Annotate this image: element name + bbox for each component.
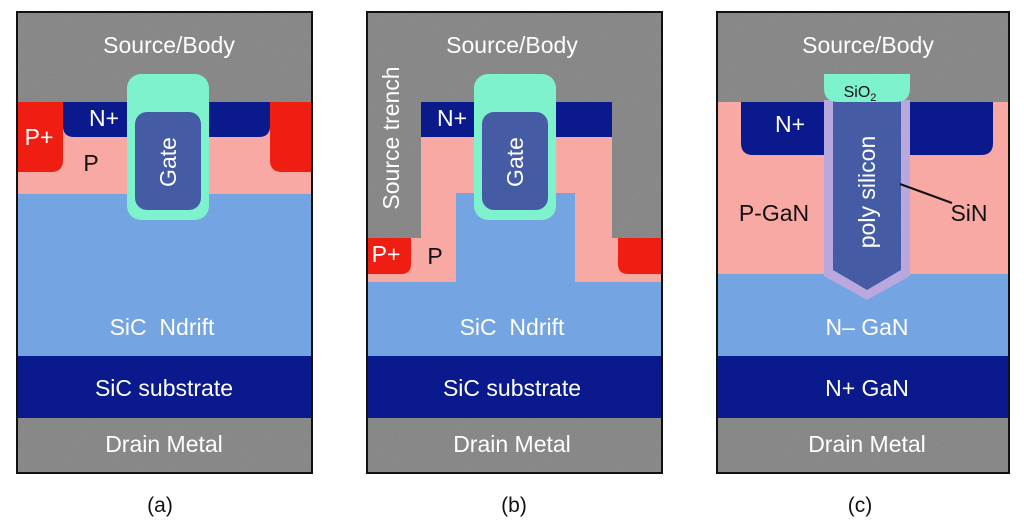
panel-a-gate-poly [135, 112, 201, 210]
panel-a: Source/Body N+ P+ P Gate SiC Ndrift SiC … [16, 11, 313, 517]
panel-b-substrate [367, 356, 662, 418]
panel-b-caption: (b) [501, 494, 527, 517]
panel-c-poly-silicon [833, 100, 901, 290]
panel-b-drift-label: SiC Ndrift [460, 314, 565, 340]
panel-c-oxide-label: SiO2 [844, 84, 877, 104]
panel-b-n-plus-label: N+ [437, 105, 467, 131]
panel-a-frame [16, 11, 313, 474]
panel-a-p-plus-right [270, 102, 312, 172]
panel-c-sin-leader [899, 183, 953, 204]
panel-b-trench-left [367, 12, 421, 238]
panel-a-drain-metal [17, 418, 312, 473]
panel-b-frame [366, 11, 663, 474]
panel-a-substrate-label: SiC substrate [95, 375, 233, 401]
panel-b-substrate-label: SiC substrate [443, 375, 581, 401]
panel-a-n-plus-label: N+ [89, 105, 119, 131]
panel-c-substrate-label: N+ GaN [825, 375, 909, 401]
panel-c-drift-label: N– GaN [825, 314, 908, 340]
panel-b-source-label: Source/Body [446, 32, 578, 58]
panel-b-p-plus-left [367, 238, 411, 274]
panel-c-sin-label: SiN [950, 200, 987, 226]
panel-c-oxide-subscript: 2 [870, 92, 876, 104]
panel-c-source-label: Source/Body [802, 32, 934, 58]
panel-a-gate-label: Gate [155, 137, 181, 187]
panel-c-n-plus-left [741, 102, 824, 155]
panel-c-n-plus-right [910, 102, 993, 155]
panel-c-drain-label: Drain Metal [808, 431, 926, 457]
panel-c-sio2-cap [824, 74, 910, 102]
panel-b-p-label: P [427, 243, 442, 269]
panel-c-n-plus-gan [717, 356, 1009, 418]
panel-a-caption: (a) [147, 494, 173, 517]
panel-c: Source/Body SiO2 N+ P-GaN poly silicon S… [716, 11, 1010, 517]
panel-b-n-drift [367, 193, 662, 356]
panel-b-drain-label: Drain Metal [453, 431, 571, 457]
panel-a-source-label: Source/Body [103, 32, 235, 58]
panel-b-drain-metal [367, 418, 662, 473]
panel-b-gate-label: Gate [502, 137, 528, 187]
panel-c-p-gan-label: P-GaN [739, 200, 809, 226]
panel-c-oxide-main: SiO [844, 84, 871, 101]
panel-a-drift-label: SiC Ndrift [110, 314, 215, 340]
panel-a-p-plus-label: P+ [25, 124, 54, 150]
panel-a-p-label: P [83, 150, 98, 176]
panel-b-p-plus-right [618, 238, 662, 274]
panel-b-trench-label: Source trench [378, 66, 404, 209]
panel-a-p-plus-left [17, 102, 63, 172]
panel-c-drain-metal [717, 418, 1009, 473]
panel-a-substrate [17, 356, 312, 418]
panel-b-gate-poly [482, 112, 548, 210]
panel-a-drain-label: Drain Metal [105, 431, 223, 457]
panel-c-n-plus-label: N+ [775, 111, 805, 137]
panel-c-poly-label: poly silicon [854, 136, 880, 249]
panel-b-trench-right [612, 12, 662, 238]
panel-b-p-plus-label: P+ [372, 241, 401, 267]
panel-b: Source/Body Source trench N+ Gate P+ P S… [366, 11, 663, 517]
panel-c-frame [716, 11, 1010, 474]
panel-a-n-drift [17, 194, 312, 356]
panel-c-caption: (c) [848, 494, 873, 517]
